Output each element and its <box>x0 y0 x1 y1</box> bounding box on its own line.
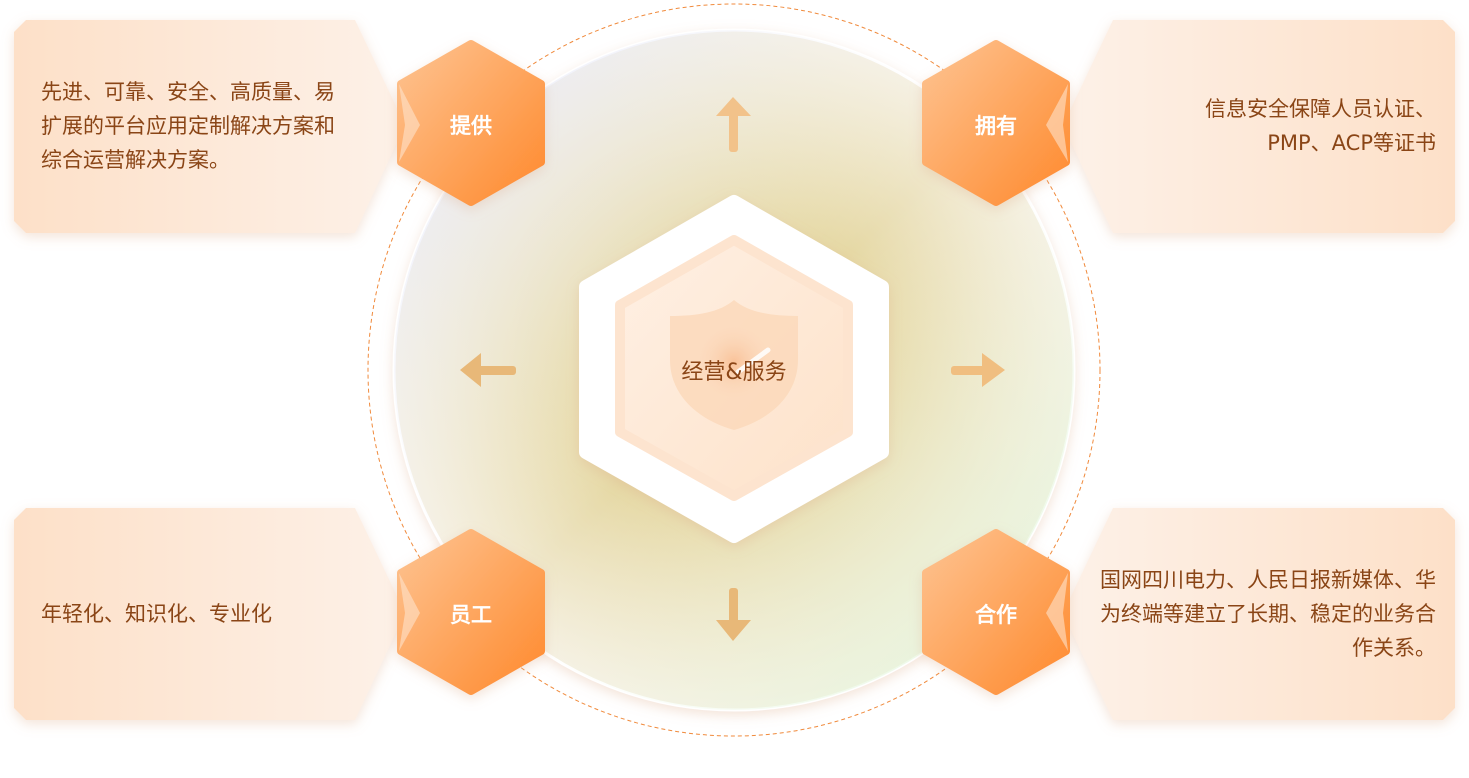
card-bg-have <box>1063 20 1455 233</box>
arrow-left-icon <box>460 353 516 387</box>
arrow-right-icon <box>951 353 1005 387</box>
hex-label-provide: 提供 <box>450 114 492 138</box>
shield-check-icon <box>670 300 798 430</box>
hex-cooperate <box>922 529 1070 695</box>
card-text-staff: 年轻化、知识化、专业化 <box>41 602 272 626</box>
hex-label-cooperate: 合作 <box>975 603 1017 627</box>
arrow-down-icon <box>716 588 751 641</box>
hex-provide <box>397 40 545 206</box>
card-bg-cooperate <box>1063 508 1455 720</box>
center-label: 经营&服务 <box>681 360 787 385</box>
card-bg-staff <box>14 508 405 720</box>
arrow-up-icon <box>716 97 751 152</box>
hex-staff <box>397 529 545 695</box>
card-text-provide: 先进、可靠、安全、高质量、易扩展的平台应用定制解决方案和综合运营解决方案。 <box>41 80 335 172</box>
card-text-have: 信息安全保障人员认证、PMP、ACP等证书 <box>1205 97 1436 155</box>
hex-have <box>922 40 1070 206</box>
hex-label-have: 拥有 <box>975 114 1017 138</box>
hex-label-staff: 员工 <box>450 603 492 627</box>
card-text-cooperate: 国网四川电力、人民日报新媒体、华为终端等建立了长期、稳定的业务合作关系。 <box>1100 568 1436 660</box>
outer-dashed-ring <box>367 3 1101 737</box>
card-bg-provide <box>14 20 405 233</box>
